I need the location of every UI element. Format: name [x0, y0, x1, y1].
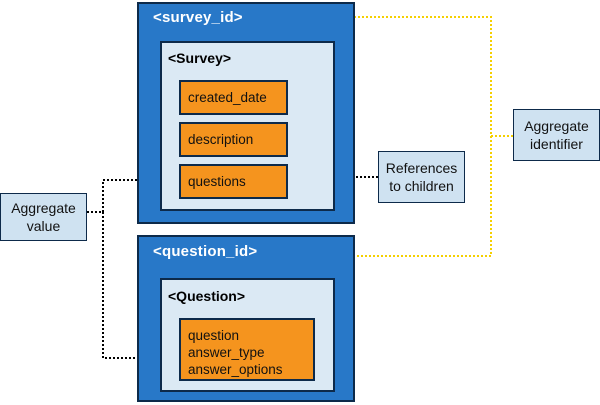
question-id-label: <question_id>: [153, 243, 258, 260]
aggregate-value-label: Aggregate value: [0, 193, 87, 241]
survey-entity-title: <Survey>: [168, 50, 232, 66]
aggregate-identifier-line2: identifier: [530, 136, 583, 152]
field-answer-options: answer_options: [188, 362, 283, 377]
aggregate-identifier-line1: Aggregate: [524, 118, 589, 134]
survey-id-label: <survey_id>: [153, 9, 243, 26]
aggregate-identifier-label: Aggregate identifier: [513, 109, 600, 161]
question-entity-title: <Question>: [168, 288, 246, 304]
question-entity: <Question> question answer_type answer_o…: [160, 278, 335, 392]
question-aggregate: <question_id> <Question> question answer…: [137, 235, 355, 402]
field-question: question: [188, 328, 240, 343]
identifier-arrow-survey: [241, 9, 513, 137]
survey-aggregate: <survey_id> <Survey> created_date descri…: [137, 2, 355, 224]
question-fields-box: question answer_type answer_options: [179, 318, 315, 381]
field-description: description: [179, 122, 288, 157]
field-questions: questions: [179, 164, 288, 199]
references-to-children-label: References to children: [378, 151, 465, 203]
field-created-date: created_date: [179, 80, 288, 115]
aggregate-value-line1: Aggregate: [11, 200, 76, 216]
references-line2: to children: [389, 178, 454, 194]
survey-entity: <Survey> created_date description questi…: [160, 41, 335, 211]
field-answer-type: answer_type: [188, 345, 265, 360]
references-line1: References: [385, 160, 458, 176]
value-arrow-to-survey: [87, 172, 159, 213]
aggregate-value-line2: value: [26, 218, 61, 234]
